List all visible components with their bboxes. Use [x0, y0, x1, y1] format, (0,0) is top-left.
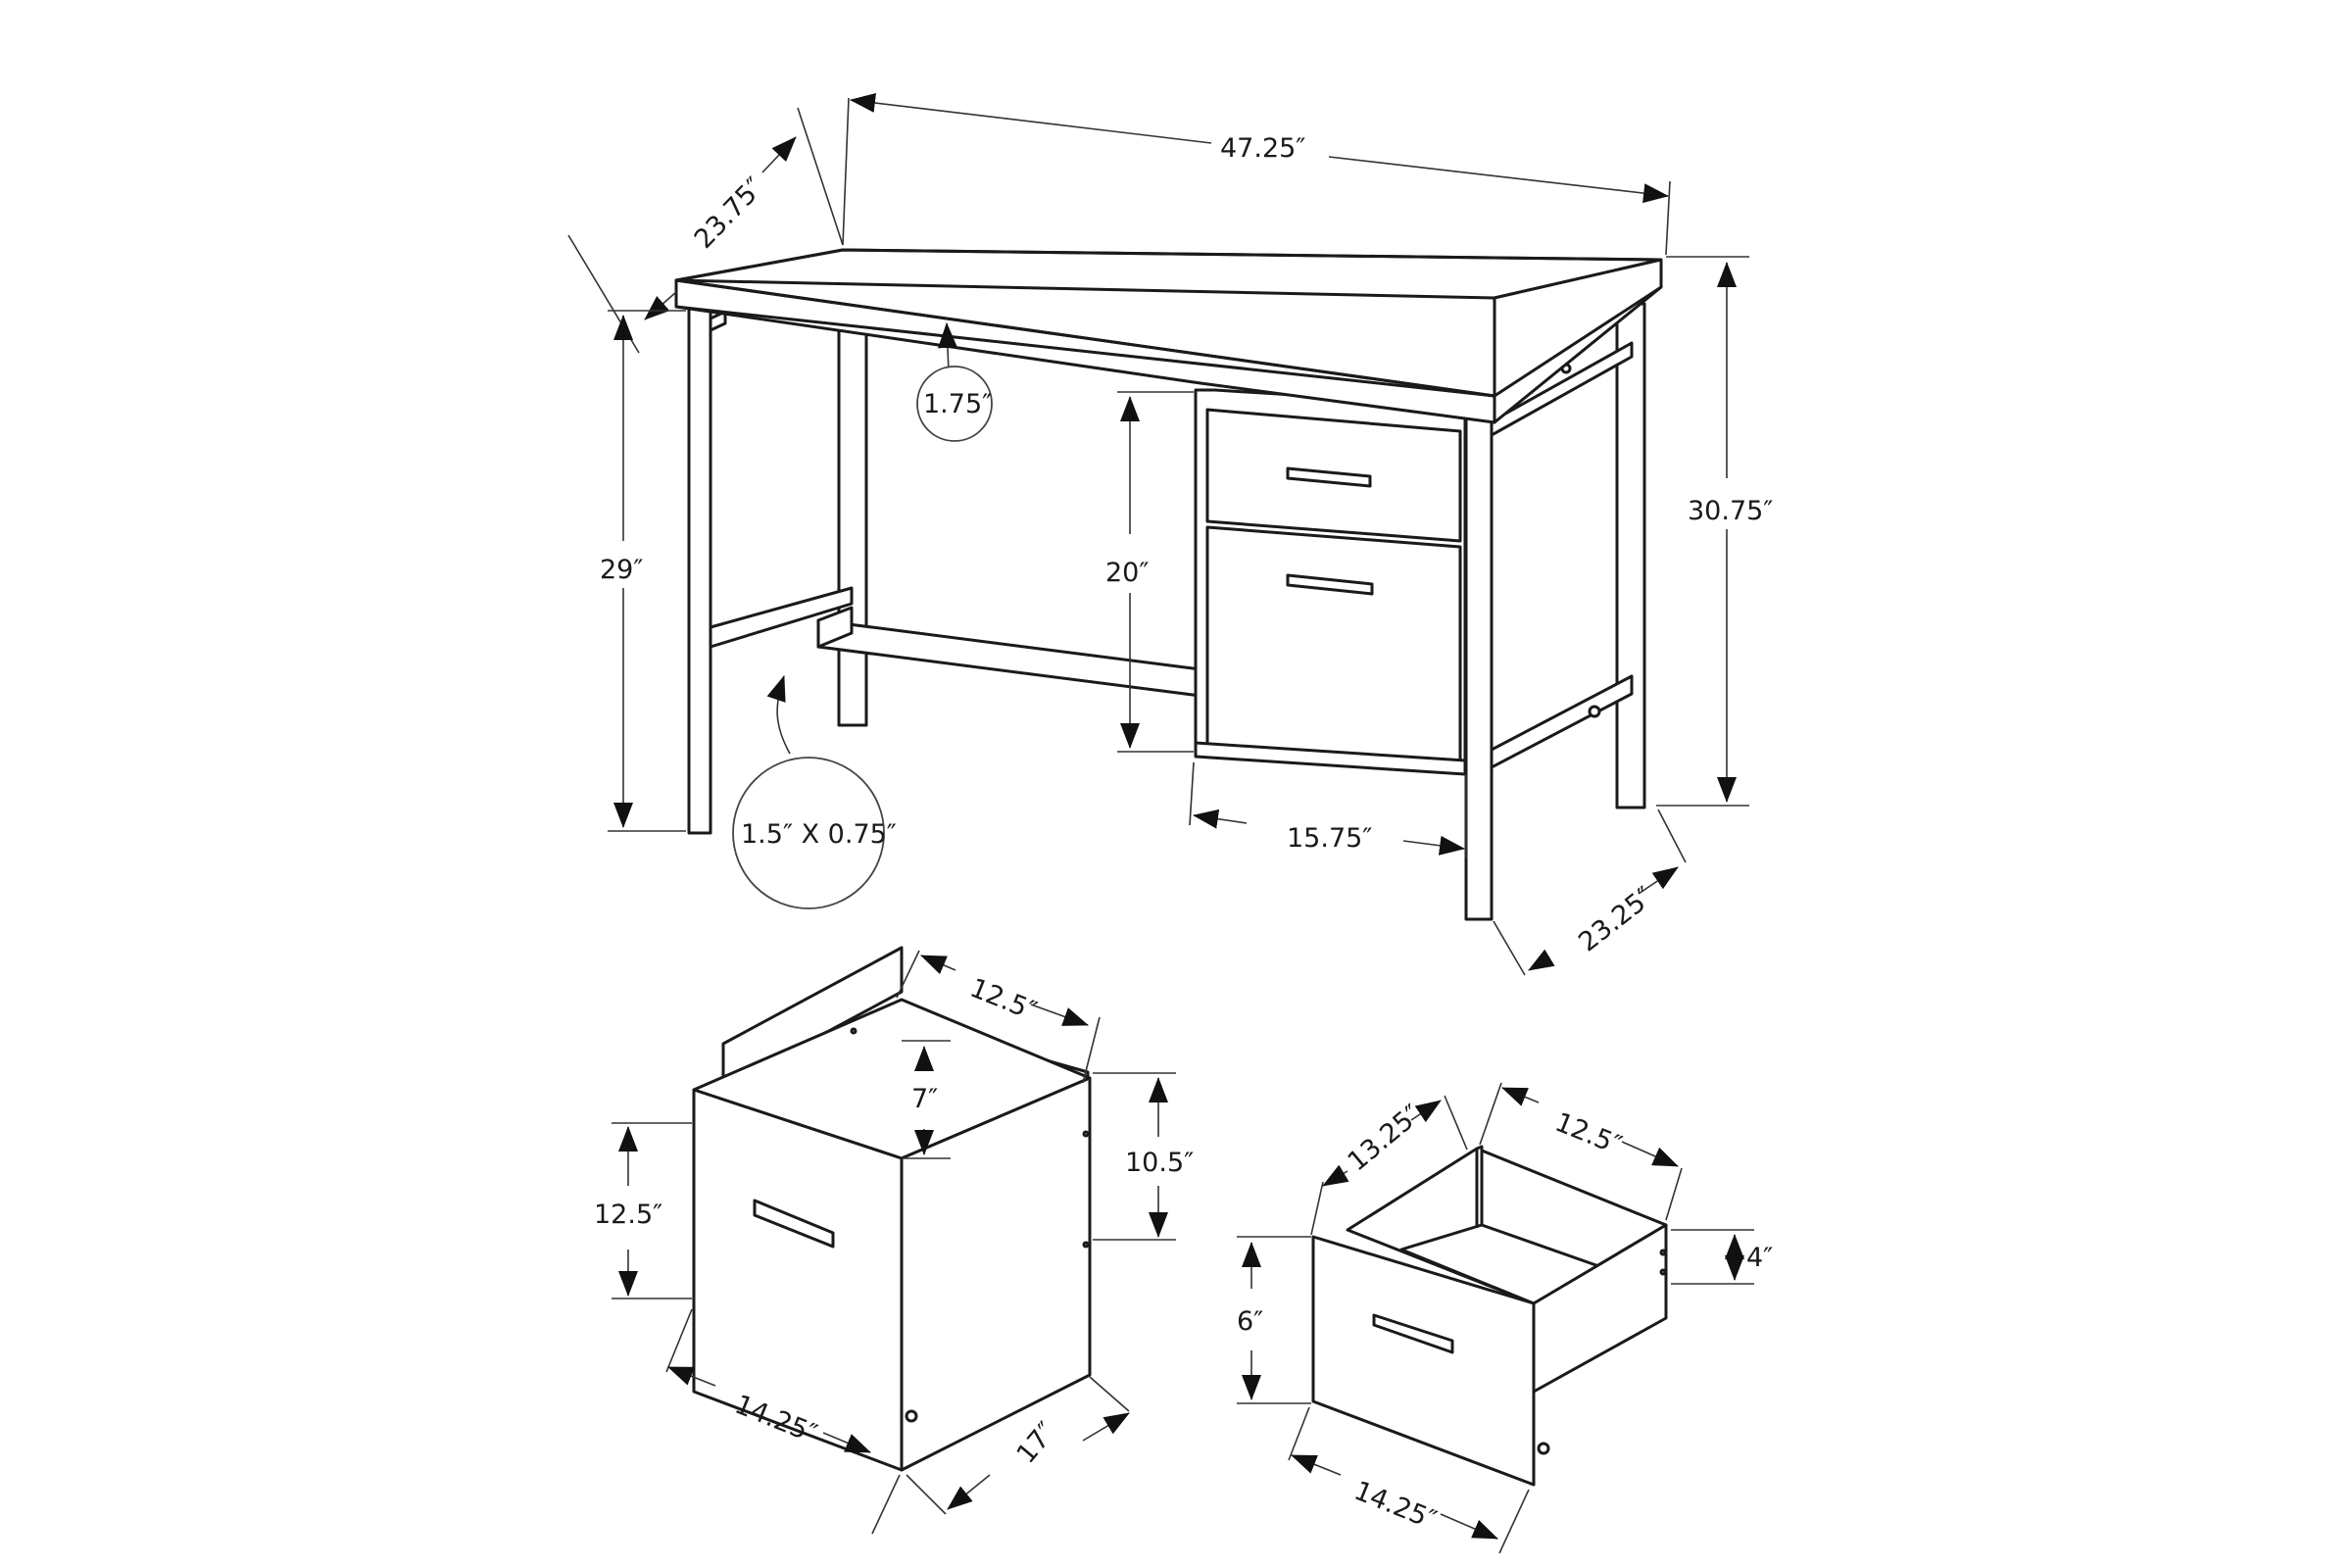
file-drawer-drawing	[692, 946, 1092, 1472]
label-desk-height-total: 30.75″	[1688, 496, 1773, 526]
dim-desk-depth-base: 23.25″	[1493, 808, 1687, 976]
label-leg-clearance: 29″	[600, 555, 643, 585]
dim-small-drawer-side-height: 4″	[1671, 1229, 1773, 1285]
label-small-drawer-front-width: 14.25″	[1349, 1476, 1441, 1536]
label-desk-depth-top: 23.75″	[689, 172, 770, 254]
label-small-drawer-depth: 13.25″	[1343, 1099, 1428, 1177]
label-cabinet-height: 20″	[1105, 558, 1149, 588]
label-file-drawer-side-height: 10.5″	[1125, 1148, 1194, 1178]
dim-file-drawer-side-height: 10.5″	[1093, 1072, 1194, 1241]
desk-drawing	[674, 248, 1663, 921]
label-small-drawer-front-height: 6″	[1237, 1306, 1263, 1337]
dim-small-drawer-front-height: 6″	[1237, 1236, 1311, 1404]
label-cabinet-width: 15.75″	[1287, 823, 1372, 854]
callout-top-thickness: 1.75″	[916, 322, 993, 442]
dim-desk-height-total: 30.75″	[1656, 256, 1773, 807]
dim-leg-clearance: 29″	[600, 310, 686, 832]
dim-cabinet-width: 15.75″	[1189, 761, 1467, 858]
left-leg-frame	[687, 305, 854, 835]
label-leg-profile: 1.5″ X 0.75″	[741, 819, 897, 850]
label-top-thickness: 1.75″	[923, 389, 992, 419]
label-small-drawer-inner-width: 12.5″	[1550, 1107, 1626, 1161]
dim-desk-width: 47.25″	[842, 93, 1671, 256]
label-file-drawer-inner-height: 7″	[911, 1084, 938, 1114]
small-drawer-drawing	[1311, 1145, 1668, 1487]
back-legs	[837, 302, 1646, 809]
dim-file-drawer-inner-height: 7″	[902, 1040, 951, 1159]
label-desk-depth-base: 23.25″	[1573, 881, 1659, 957]
label-file-drawer-front-height: 12.5″	[594, 1200, 662, 1230]
label-desk-width: 47.25″	[1220, 133, 1305, 164]
label-file-drawer-depth: 17″	[1011, 1417, 1062, 1470]
right-leg-frame	[1464, 341, 1634, 921]
stretcher-bar	[816, 618, 1202, 698]
label-small-drawer-side-height: 4″	[1746, 1243, 1773, 1273]
desktop-surface	[674, 248, 1663, 424]
dim-file-drawer-front-height: 12.5″	[594, 1122, 692, 1299]
label-file-drawer-inner-width: 12.5″	[965, 973, 1041, 1027]
callout-leg-profile: 1.5″ X 0.75″	[732, 675, 897, 909]
drawer-cabinet	[1194, 388, 1467, 776]
dim-cabinet-height: 20″	[1105, 391, 1194, 753]
